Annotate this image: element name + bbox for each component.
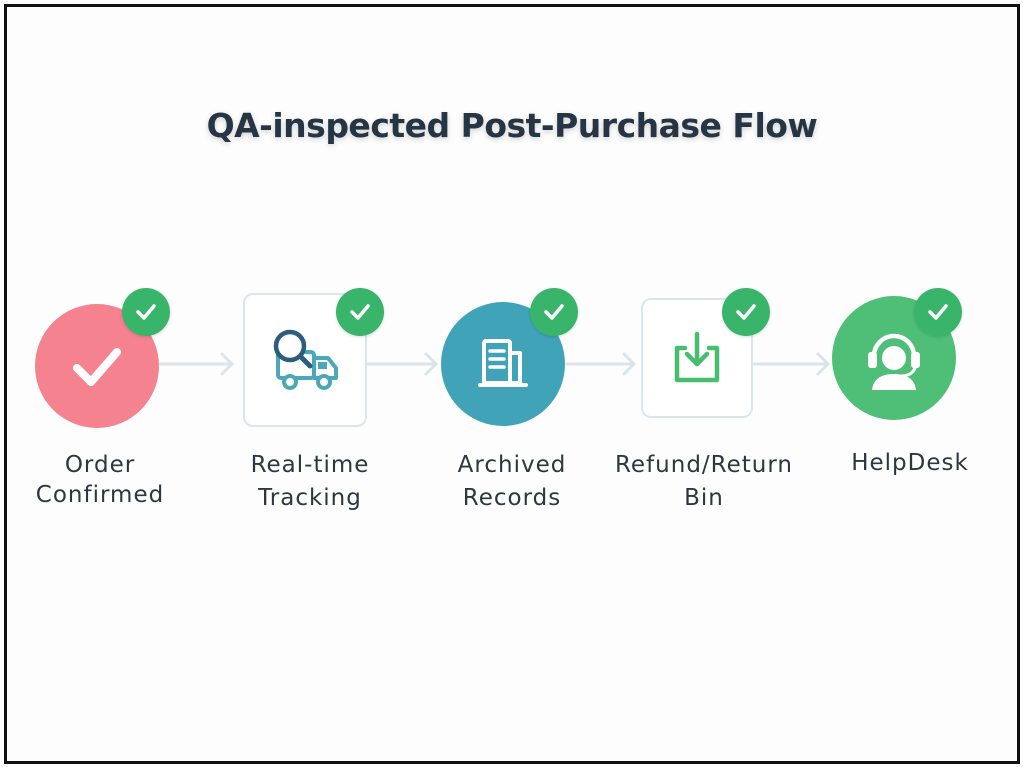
verified-badge-3 bbox=[530, 288, 578, 336]
step-label-helpdesk: HelpDesk bbox=[851, 450, 969, 476]
connector-arrow-3 bbox=[565, 352, 636, 376]
check-icon bbox=[73, 348, 121, 386]
checkmark-icon bbox=[544, 304, 564, 320]
verified-badge-4 bbox=[722, 288, 770, 336]
connector-arrow-1 bbox=[158, 352, 234, 376]
connector-arrow-2 bbox=[366, 352, 438, 376]
headset-agent-icon bbox=[868, 333, 920, 390]
verified-badge-1 bbox=[122, 288, 170, 336]
truck-search-icon bbox=[273, 329, 338, 390]
connector-arrow-4 bbox=[752, 352, 830, 376]
verified-badge-2 bbox=[336, 288, 384, 336]
checkmark-icon bbox=[928, 304, 948, 320]
checkmark-icon bbox=[736, 304, 756, 320]
download-tray-icon bbox=[674, 331, 720, 383]
verified-badge-5 bbox=[914, 288, 962, 336]
checkmark-icon bbox=[136, 304, 156, 320]
diagram-title: QA-inspected Post-Purchase Flow bbox=[206, 106, 818, 145]
step-label-archived-records: Archived Records bbox=[457, 452, 567, 511]
step-label-real-time-tracking: Real-time Tracking bbox=[250, 452, 370, 511]
step-label-order-confirmed: Order Confirmed bbox=[35, 452, 165, 508]
step-label-refund-return-bin: Refund/Return Bin bbox=[614, 452, 794, 511]
checkmark-icon bbox=[350, 304, 370, 320]
document-icon bbox=[478, 339, 528, 387]
